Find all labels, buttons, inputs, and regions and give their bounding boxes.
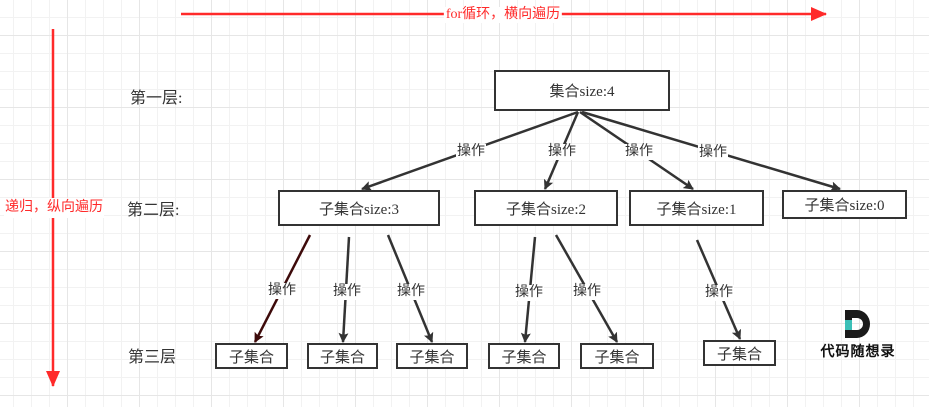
logo-text: 代码随想录: [820, 344, 896, 360]
edge-label: 操作: [514, 285, 544, 301]
level3-node[interactable]: 子集合: [307, 343, 378, 369]
root-node-label: 集合size:4: [549, 84, 615, 100]
level3-node[interactable]: 子集合: [703, 340, 776, 366]
level3-node[interactable]: 子集合: [488, 343, 560, 369]
level-1-label: 第一层:: [130, 90, 183, 107]
level3-node-label: 子集合: [228, 349, 274, 366]
logo: 代码随想录: [808, 310, 908, 361]
level2-node[interactable]: 子集合size:0: [782, 190, 907, 219]
level2-node[interactable]: 子集合size:3: [278, 190, 440, 226]
root-node[interactable]: 集合size:4: [494, 70, 670, 111]
horizontal-axis-label: for循环，横向遍历: [443, 7, 563, 23]
level3-node[interactable]: 子集合: [396, 343, 468, 369]
edge-label: 操作: [396, 284, 426, 300]
level2-node-label: 子集合size:2: [506, 201, 586, 218]
level3-node-label: 子集合: [716, 346, 762, 363]
level-2-label: 第二层:: [127, 202, 180, 219]
level3-node[interactable]: 子集合: [215, 343, 288, 369]
level3-node-label: 子集合: [319, 349, 365, 366]
edge-label: 操作: [698, 145, 728, 161]
edge-label: 操作: [572, 284, 602, 300]
edge-label: 操作: [624, 144, 654, 160]
level-3-label: 第三层: [128, 349, 177, 366]
edge-label: 操作: [547, 144, 577, 160]
level3-node-label: 子集合: [501, 349, 547, 366]
level2-node-label: 子集合size:1: [656, 201, 737, 218]
level3-node-label: 子集合: [409, 349, 455, 366]
vertical-axis-label: 递归，纵向遍历: [4, 198, 104, 218]
logo-d-icon: [845, 310, 870, 338]
level2-node-label: 子集合size:3: [319, 201, 399, 218]
edge-label: 操作: [267, 283, 297, 299]
level3-node[interactable]: 子集合: [580, 343, 654, 369]
level2-node-label: 子集合size:0: [804, 198, 885, 214]
level3-node-label: 子集合: [594, 349, 640, 366]
level2-node[interactable]: 子集合size:2: [474, 190, 618, 226]
level2-node[interactable]: 子集合size:1: [629, 190, 764, 226]
edge-label: 操作: [456, 144, 486, 160]
edge-label: 操作: [332, 284, 362, 300]
edge-label: 操作: [704, 285, 734, 301]
